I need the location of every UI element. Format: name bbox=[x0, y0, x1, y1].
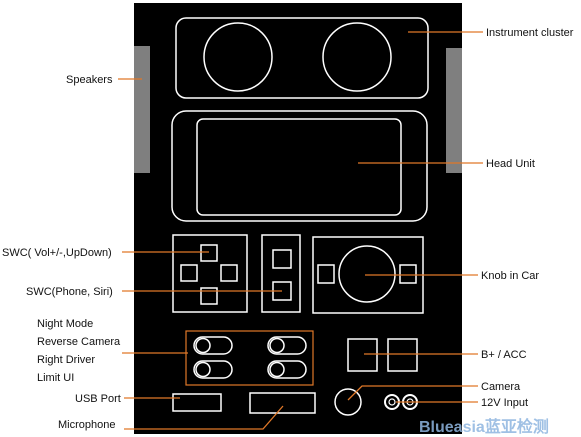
label-swc-phone: SWC(Phone, Siri) bbox=[26, 286, 113, 298]
label-knob: Knob in Car bbox=[481, 270, 539, 282]
dpad-right bbox=[220, 264, 238, 282]
acc-connector bbox=[387, 338, 418, 372]
watermark: Blueasia蓝亚检测 bbox=[419, 417, 549, 436]
label-speakers: Speakers bbox=[66, 74, 113, 86]
usb-port bbox=[172, 393, 222, 412]
label-limit-ui: Limit UI bbox=[37, 372, 74, 384]
knob-left-button bbox=[317, 264, 335, 284]
label-microphone: Microphone bbox=[58, 419, 115, 431]
instrument-cluster bbox=[175, 17, 429, 99]
label-night-mode: Night Mode bbox=[37, 318, 93, 330]
left-speaker bbox=[134, 46, 150, 173]
label-instrument-cluster: Instrument cluster bbox=[486, 27, 574, 39]
head-unit bbox=[171, 110, 428, 222]
leader-lines bbox=[118, 31, 483, 430]
b-acc-connectors bbox=[347, 338, 418, 372]
toggle-limit-ui bbox=[267, 360, 307, 379]
toggle-switches bbox=[193, 336, 307, 379]
phone-button bbox=[272, 249, 292, 269]
knob bbox=[338, 245, 396, 303]
knob-right-button bbox=[399, 264, 417, 284]
toggle-right-driver bbox=[267, 336, 307, 355]
label-usb-port: USB Port bbox=[75, 393, 121, 405]
dpad-left bbox=[180, 264, 198, 282]
swc-dpad bbox=[172, 234, 248, 313]
leader-microphone bbox=[124, 405, 284, 430]
right-gauge bbox=[322, 22, 392, 92]
dashboard-panel bbox=[134, 3, 462, 434]
label-camera: Camera bbox=[481, 381, 521, 393]
b-plus-connector bbox=[347, 338, 378, 372]
dpad-up bbox=[200, 244, 218, 262]
toggle-night-mode bbox=[193, 336, 233, 355]
label-right-driver: Right Driver bbox=[37, 354, 95, 366]
switch-group-frame bbox=[185, 330, 314, 386]
label-head-unit: Head Unit bbox=[486, 158, 535, 170]
camera bbox=[334, 388, 362, 416]
label-swc-vol: SWC( Vol+/-,UpDown) bbox=[2, 247, 112, 259]
right-speaker bbox=[446, 48, 462, 173]
label-12v-input: 12V Input bbox=[481, 397, 528, 409]
head-unit-screen bbox=[196, 118, 402, 216]
microphone bbox=[249, 392, 316, 414]
dpad-down bbox=[200, 287, 218, 305]
label-reverse-camera: Reverse Camera bbox=[37, 336, 121, 348]
leader-camera bbox=[347, 385, 478, 401]
label-b-acc: B+ / ACC bbox=[481, 349, 527, 361]
left-gauge bbox=[203, 22, 273, 92]
toggle-reverse-camera bbox=[193, 360, 233, 379]
